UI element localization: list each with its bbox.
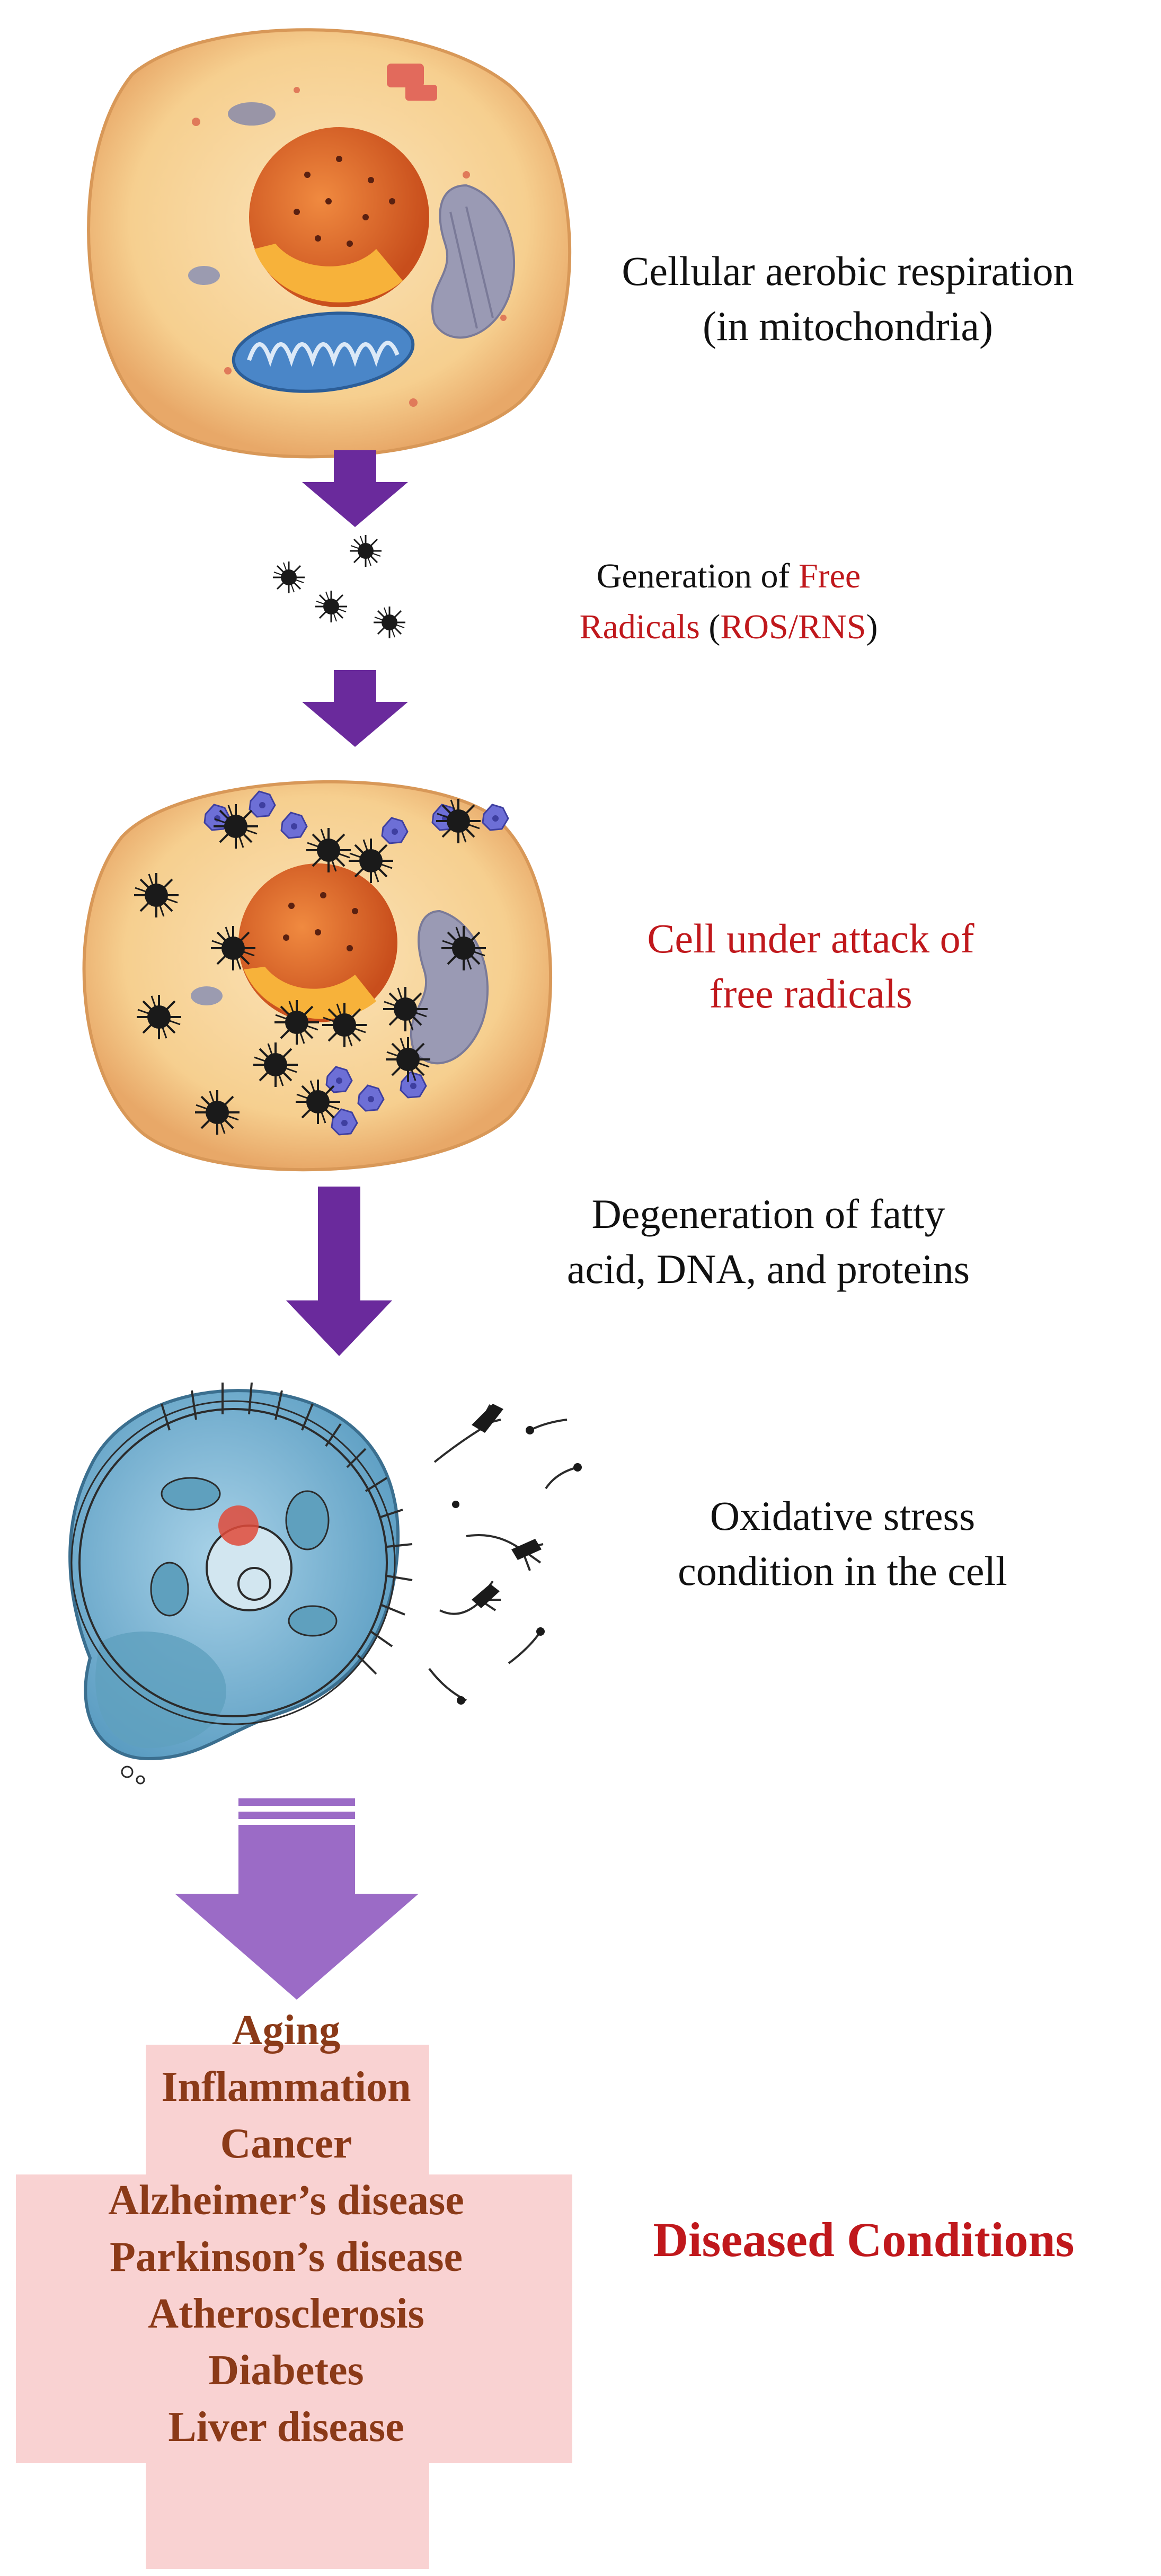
oxidative-label-line2: condition in the cell xyxy=(678,1548,1007,1594)
radicals-text: Radicals xyxy=(579,608,700,646)
degeneration-label-line2: acid, DNA, and proteins xyxy=(566,1246,970,1292)
disease-list: Aging Inflammation Cancer Alzheimer’s di… xyxy=(0,2002,572,2456)
degeneration-label-line1: Degeneration of fatty xyxy=(591,1191,945,1237)
disease-item: Aging xyxy=(232,2007,341,2054)
open-paren: ( xyxy=(699,608,721,646)
close-paren: ) xyxy=(866,608,878,646)
disease-item: Diabetes xyxy=(208,2347,364,2394)
big-arrow-down xyxy=(175,1798,419,2000)
disease-cross-background xyxy=(16,2045,572,2569)
degeneration-label: Degeneration of fatty acid, DNA, and pro… xyxy=(488,1187,1049,1297)
disease-item: Liver disease xyxy=(168,2404,404,2450)
oxidative-label-line1: Oxidative stress xyxy=(710,1493,976,1539)
healthy-cell-illustration xyxy=(87,28,572,459)
attacked-cell-illustration xyxy=(82,780,553,1172)
attack-label-line2: free radicals xyxy=(709,970,912,1017)
oxidative-label: Oxidative stress condition in the cell xyxy=(604,1488,1081,1599)
arrow-down-2 xyxy=(302,670,408,747)
arrow-down-3 xyxy=(286,1187,392,1356)
disease-item: Alzheimer’s disease xyxy=(108,2177,464,2224)
ros-rns-text: ROS/RNS xyxy=(720,608,866,646)
respiration-label: Cellular aerobic respiration (in mitocho… xyxy=(551,244,1145,354)
generation-label-line1: Generation of Free xyxy=(477,551,980,602)
respiration-label-line1: Cellular aerobic respiration xyxy=(622,248,1074,294)
attack-label-line1: Cell under attack of xyxy=(647,915,974,961)
generation-label: Generation of Free Radicals (ROS/RNS) xyxy=(477,551,980,653)
free-radicals-illustration xyxy=(272,534,406,639)
disease-item: Inflammation xyxy=(161,2064,411,2110)
diseased-conditions-heading: Diseased Conditions xyxy=(653,2213,1075,2267)
disease-item: Parkinson’s disease xyxy=(109,2234,463,2280)
disease-item: Cancer xyxy=(220,2120,352,2167)
generation-label-line2: Radicals (ROS/RNS) xyxy=(477,602,980,653)
generation-prefix: Generation of xyxy=(596,557,799,595)
respiration-label-line2: (in mitochondria) xyxy=(702,303,994,349)
attack-label: Cell under attack of free radicals xyxy=(572,911,1049,1021)
disease-item: Atherosclerosis xyxy=(148,2290,424,2337)
free-text: Free xyxy=(798,557,861,595)
arrow-down-1 xyxy=(302,450,408,527)
oxidative-stress-cell-illustration xyxy=(68,1382,582,1785)
